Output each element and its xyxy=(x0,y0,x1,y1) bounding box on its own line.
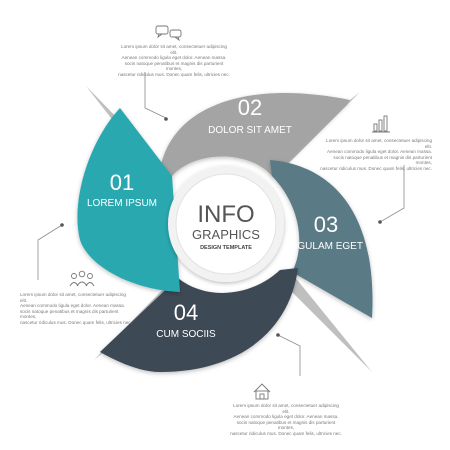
bar-chart-icon xyxy=(372,115,390,133)
note-top-line-4: nascetur ridiculus mus. Donec quam felis… xyxy=(118,71,230,77)
segment-01-shape[interactable] xyxy=(77,108,180,292)
segment-03-shape[interactable] xyxy=(270,160,373,318)
center-circle-inner xyxy=(175,173,277,275)
house-icon xyxy=(253,383,271,400)
segment-03-label: LIGULAM EGET xyxy=(289,241,363,252)
note-left-line-1: Lorem ipsum dolor sit amet, consectetuer… xyxy=(20,292,126,303)
connector-note-4 xyxy=(277,334,301,376)
note-left-line-3: socis natoque penatibus et magnis dis pa… xyxy=(20,308,119,320)
connector-lines xyxy=(37,72,405,376)
segment-04-number: 04 xyxy=(174,300,198,325)
note-right-line-1: Lorem ipsum dolor sit amet, consectetuer… xyxy=(326,138,432,149)
segment-01-number: 01 xyxy=(110,170,134,195)
connector-note-1 xyxy=(144,72,167,119)
segment-04-label: CUM SOCIIS xyxy=(156,329,216,340)
note-top-line-1: Lorem ipsum dolor sit amet, consectetuer… xyxy=(121,44,227,55)
note-top-line-2: Aenean commodo ligula eget dolor. Aenean… xyxy=(121,55,227,61)
segment-03-number: 03 xyxy=(314,212,338,237)
people-icon xyxy=(69,270,95,287)
note-left-line-4: nascetur ridiculus mus. Donec quam felis… xyxy=(20,319,132,325)
note-top-line-3: socis natoque penatibus et magnis dis pa… xyxy=(124,60,224,72)
chat-bubbles-icon xyxy=(155,25,182,42)
note-bottom: Lorem ipsum dolor sit amet, consectetuer… xyxy=(230,403,342,437)
note-top: Lorem ipsum dolor sit amet, consectetuer… xyxy=(118,44,230,78)
note-left: Lorem ipsum dolor sit amet, consectetuer… xyxy=(20,292,132,326)
accent-bottom-right xyxy=(282,276,372,372)
center-subtitle: GRAPHICS xyxy=(192,227,260,242)
note-left-line-2: Aenean commodo ligula eget dolor. Aenean… xyxy=(20,303,125,309)
segment-01-label: LOREM IPSUM xyxy=(87,198,157,209)
note-right-line-4: nascetur ridiculus mus. Donec quam felis… xyxy=(320,165,432,171)
note-right-line-3: socis natoque penatibus et magnis dis pa… xyxy=(333,154,432,166)
note-right-line-2: Aenean commodo ligula eget dolor. Aenean… xyxy=(327,149,432,155)
connector-note-3 xyxy=(37,224,63,280)
connector-dot-1 xyxy=(164,117,168,121)
note-right: Lorem ipsum dolor sit amet, consectetuer… xyxy=(320,138,432,172)
segment-04-shape[interactable] xyxy=(100,268,298,372)
center-title: INFO xyxy=(197,201,254,228)
note-bottom-line-3: socis natoque penatibus et magnis dis pa… xyxy=(236,419,336,431)
connector-dot-4 xyxy=(276,333,280,337)
connector-dot-2 xyxy=(378,220,382,224)
segment-02-shape[interactable] xyxy=(160,93,350,176)
segment-02-number: 02 xyxy=(238,95,262,120)
segment-02-label: DOLOR SIT AMET xyxy=(208,125,292,136)
note-bottom-line-4: nascetur ridiculus mus. Donec quam felis… xyxy=(230,430,342,436)
note-bottom-line-2: Aenean commodo ligula eget dolor. Aenean… xyxy=(233,414,339,420)
center-tagline: DESIGN TEMPLATE xyxy=(200,245,252,251)
note-bottom-line-1: Lorem ipsum dolor sit amet, consectetuer… xyxy=(233,403,339,414)
connector-dot-3 xyxy=(60,223,64,227)
connector-note-2 xyxy=(379,165,405,223)
